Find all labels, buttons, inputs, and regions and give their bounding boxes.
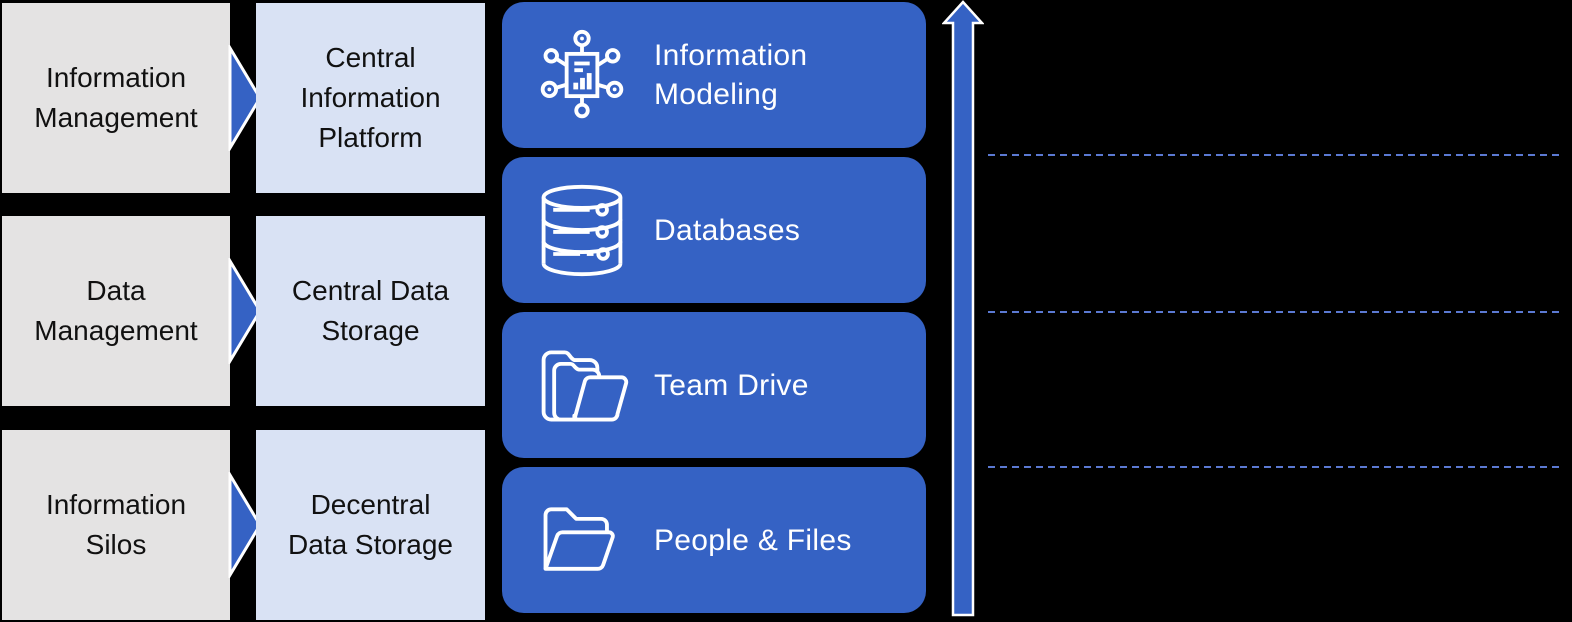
solution-label: Decentral Data Storage <box>288 489 453 560</box>
tool-label: Team Drive <box>654 368 809 402</box>
stage-box-information-management: Information Management <box>2 3 230 193</box>
stage-label: Information Silos <box>45 489 187 560</box>
right-chevron-icon <box>228 258 262 364</box>
dashed-separator <box>988 466 1562 468</box>
right-chevron-icon <box>228 45 262 151</box>
tool-card-team-drive: Team Drive <box>502 312 926 458</box>
tool-card-people-files: People & Files <box>502 467 926 613</box>
right-chevron-icon <box>228 472 262 578</box>
dashed-separator <box>988 311 1562 313</box>
solution-label: Central Data Storage <box>291 275 450 346</box>
people-files-icon <box>543 507 615 571</box>
stage-label: Information Management <box>34 62 198 133</box>
tool-card-databases: Databases <box>502 157 926 303</box>
solution-box-decentral-data-storage: Decentral Data Storage <box>256 430 485 620</box>
databases-icon <box>541 184 623 277</box>
tool-label: Databases <box>654 213 801 247</box>
solution-box-central-information-platform: Central Information Platform <box>256 3 485 193</box>
up-arrow-icon <box>942 0 984 617</box>
solution-box-central-data-storage: Central Data Storage <box>256 216 485 406</box>
tool-label: Information Modeling <box>654 39 808 111</box>
stage-box-data-management: Data Management <box>2 216 230 406</box>
team-drive-icon <box>541 350 629 422</box>
information-modeling-icon <box>540 29 624 119</box>
stage-box-information-silos: Information Silos <box>2 430 230 620</box>
tool-card-information-modeling: Information Modeling <box>502 2 926 148</box>
dashed-separator <box>988 154 1562 156</box>
solution-label: Central Information Platform <box>300 42 441 153</box>
tool-label: People & Files <box>654 523 852 557</box>
stage-label: Data Management <box>34 275 198 346</box>
